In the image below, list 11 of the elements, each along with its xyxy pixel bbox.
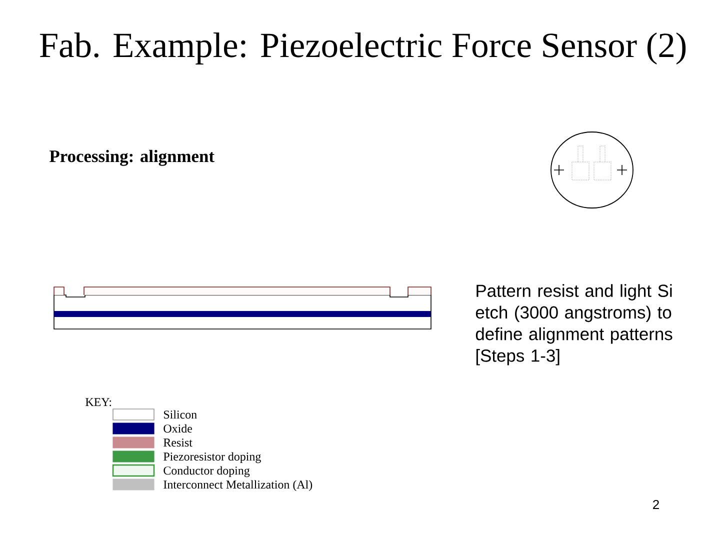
section-heading: Processing: alignment [50,150,214,166]
legend-label: Resist [164,438,192,447]
legend-label: Interconnect Metallization (Al) [164,480,312,492]
legend-label: Silicon [164,410,197,419]
legend-label: Conductor doping [164,466,250,478]
title: Fab. Example: Piezoelectric Force Sensor (2) [40,32,686,65]
description-text: Pattern resist and light Si etch (3000 angstroms) to define alignment patterns [Steps 1-3] [476,284,672,366]
legend-label: Oxide [164,424,192,433]
legend-label: Piezoresistor doping [164,452,261,464]
page-number: 2 [653,500,659,509]
key-heading: KEY: [86,398,112,406]
